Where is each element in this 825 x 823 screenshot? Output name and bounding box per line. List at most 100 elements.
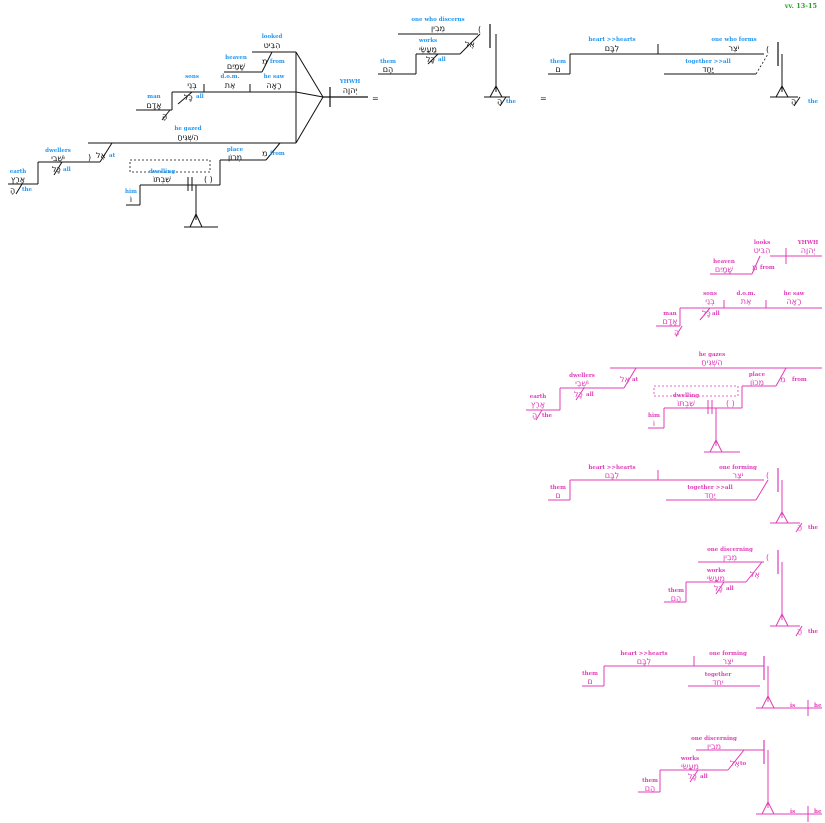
alt-works2-gloss: works bbox=[680, 756, 699, 762]
v13-dom-hebrew: אֵת bbox=[225, 81, 236, 90]
v15-together-hebrew: יַחַד bbox=[702, 65, 714, 74]
svg-text:(: ( bbox=[766, 553, 769, 562]
alt-them4-hebrew: הֶם bbox=[645, 784, 656, 793]
alt-dwellers-hebrew: יֹשְׁבֵי bbox=[575, 379, 589, 388]
alt-heart2-gloss: heart >>hearts bbox=[620, 651, 667, 657]
v14-place-hebrew: מְכוֹן bbox=[228, 153, 242, 162]
v13-heaven-hebrew: שָׁמַיִם bbox=[227, 62, 246, 71]
svg-text:(: ( bbox=[478, 25, 481, 34]
alt-the-gloss-1: the bbox=[542, 413, 553, 419]
alt-block-1: YHWH יְהוָה looks הִבִּיט heaven שָׁמַיִ… bbox=[710, 240, 822, 275]
svg-text:כָּל: כָּל bbox=[714, 584, 723, 593]
v15-them2-hebrew: ם bbox=[555, 65, 560, 74]
alt-him-gloss: him bbox=[648, 413, 660, 419]
svg-text:): ) bbox=[88, 153, 91, 162]
svg-text:אֶל: אֶל bbox=[730, 759, 740, 768]
v14-him-gloss: him bbox=[125, 189, 137, 195]
svg-text:מִ: מִ bbox=[262, 57, 267, 66]
svg-text:הָ: הָ bbox=[10, 186, 15, 195]
svg-text:אֶל: אֶל bbox=[96, 151, 106, 160]
svg-text:כָּל: כָּל bbox=[702, 309, 711, 318]
v15-all-gloss: all bbox=[438, 57, 446, 63]
alt-block-4: heart >>hearts לִבָּם one forming יֹצֵר … bbox=[548, 465, 819, 533]
alt-saw-hebrew: רָאָה bbox=[786, 297, 801, 306]
alt-to-gloss: to bbox=[740, 761, 747, 767]
v13-heaven-gloss: heaven bbox=[225, 55, 247, 61]
alt-saw-gloss: he saw bbox=[784, 291, 805, 297]
alt-heart2-hebrew: לִבָּם bbox=[637, 657, 651, 666]
alt-dom-gloss: d.o.m. bbox=[737, 291, 756, 297]
alt-block-3: he gazes הִשְׁגִּיחַ מִ from place מְכוֹ… bbox=[526, 352, 822, 453]
alt-yhwh-gloss: YHWH bbox=[797, 240, 819, 246]
alt-all-gloss-2: all bbox=[586, 392, 594, 398]
alt-all-gloss-3: all bbox=[726, 586, 734, 592]
alt-heaven-hebrew: שָׁמַיִם bbox=[715, 265, 734, 274]
alt-them3-gloss: them bbox=[582, 671, 598, 677]
alt-together2-gloss: together bbox=[705, 672, 732, 678]
v14-dwellers-hebrew: יֹשְׁבֵי bbox=[51, 154, 65, 163]
svg-text:( ): ( ) bbox=[726, 399, 735, 408]
svg-text:הָ: הָ bbox=[532, 411, 537, 420]
alt-sons-gloss: sons bbox=[703, 291, 717, 297]
alt-dwellers-gloss: dwellers bbox=[569, 373, 595, 379]
alt-disc1-hebrew: מֵבִין bbox=[723, 553, 737, 562]
svg-text:כָּל: כָּל bbox=[574, 390, 583, 399]
svg-text:הָ: הָ bbox=[674, 328, 679, 337]
alt-works1-hebrew: מַעֲשֵׂי bbox=[707, 574, 725, 583]
v13-saw-gloss: he saw bbox=[264, 74, 285, 80]
alt-at-gloss: at bbox=[632, 377, 639, 383]
alt-them1-hebrew: ם bbox=[555, 491, 560, 500]
alt-them2-hebrew: הֶם bbox=[671, 594, 682, 603]
v14-place-gloss: place bbox=[227, 147, 244, 153]
alt-block-6: heart >>hearts לִבָּם one forming יֹצֵר … bbox=[582, 651, 822, 716]
v13-subject-hebrew: יְהוָה bbox=[343, 86, 358, 95]
alt-he-gloss-1: he bbox=[814, 703, 822, 709]
alt-he-gloss-2: he bbox=[814, 809, 822, 815]
svg-text:מִ: מִ bbox=[262, 149, 267, 158]
svg-text:וֹ: וֹ bbox=[653, 419, 655, 428]
alt-works1-gloss: works bbox=[706, 568, 725, 574]
svg-text:אֶל: אֶל bbox=[465, 40, 475, 49]
alt-man-hebrew: אָדָם bbox=[662, 317, 677, 326]
alt-all-gloss-1: all bbox=[712, 311, 720, 317]
alt-together2-hebrew: יַחַד bbox=[712, 678, 724, 687]
v15-discerns-gloss: one who discerns bbox=[411, 17, 464, 23]
svg-text:כָּל: כָּל bbox=[426, 55, 435, 64]
verse-reference: vv. 13-15 bbox=[784, 2, 818, 10]
v15-the-gloss-2: the bbox=[808, 99, 819, 105]
v13-equals-1: = bbox=[372, 94, 379, 103]
v15-them-hebrew: הֶם bbox=[383, 65, 394, 74]
v15-works-gloss: works bbox=[418, 38, 437, 44]
svg-text:מִ: מִ bbox=[780, 375, 785, 384]
alt-them2-gloss: them bbox=[668, 588, 684, 594]
v13-looked-hebrew: הִבִּיט bbox=[264, 41, 281, 50]
v14-all-gloss: all bbox=[63, 167, 71, 173]
alt-forming1-hebrew: יֹצֵר bbox=[732, 471, 743, 480]
v14-the-gloss: the bbox=[22, 187, 33, 193]
v13-man-hebrew: אָדָם bbox=[146, 101, 161, 110]
alt-all-gloss-4: all bbox=[700, 774, 708, 780]
svg-text:וֹ: וֹ bbox=[130, 195, 132, 204]
alt-from-gloss-2: from bbox=[792, 377, 807, 383]
v15-works-hebrew: מַעֲשֵׂי bbox=[419, 45, 437, 54]
alt-forming1-gloss: one forming bbox=[719, 465, 757, 471]
svg-text:(: ( bbox=[766, 45, 769, 54]
v15-forms-gloss: one who forms bbox=[711, 37, 756, 43]
svg-text:(: ( bbox=[766, 471, 769, 480]
alt-together1-gloss: together >>all bbox=[687, 485, 732, 491]
alt-gazes-gloss: he gazes bbox=[699, 352, 726, 358]
v15-the-gloss-1: the bbox=[506, 99, 517, 105]
alt-dwelling-gloss: dwelling bbox=[673, 393, 699, 399]
v15-equals-2: = bbox=[540, 94, 547, 103]
alt-the-gloss-3: the bbox=[808, 629, 819, 635]
alt-forming2-hebrew: יֹצֵר bbox=[722, 657, 733, 666]
v13-man-gloss: man bbox=[147, 94, 160, 100]
alt-block-2: sons בְּנֵי d.o.m. אֵת he saw רָאָה כָּל… bbox=[656, 291, 822, 337]
v15-clause-discerns: one who discerns מֵבִין ( הַ the אֶל wor… bbox=[378, 17, 547, 107]
alt-disc2-gloss: one discerning bbox=[691, 736, 737, 742]
alt-together1-hebrew: יַחַד bbox=[704, 491, 716, 500]
svg-text:כָּל: כָּל bbox=[184, 93, 193, 102]
v13-sons-hebrew: בְּנֵי bbox=[187, 81, 197, 90]
